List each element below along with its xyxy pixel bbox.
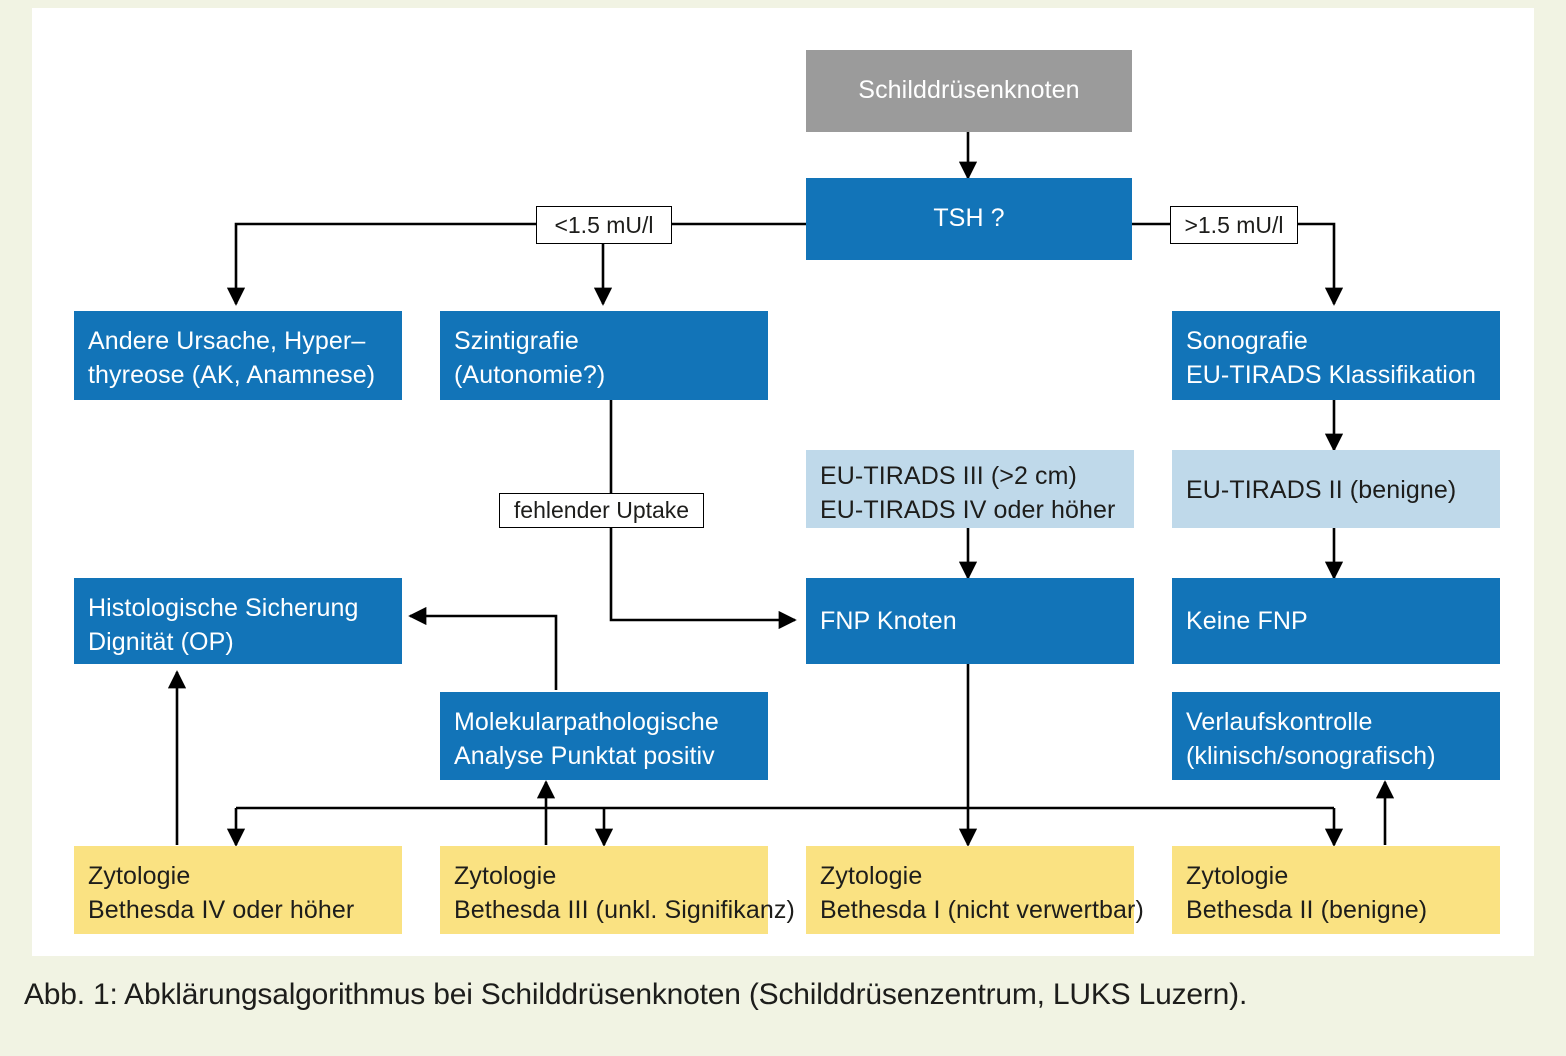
node-sonografie-line2: EU-TIRADS Klassifikation bbox=[1186, 360, 1476, 389]
node-zytologie-bethesda-2-line1: Zytologie bbox=[1186, 862, 1289, 890]
node-zytologie-bethesda-1-line2: Bethesda I (nicht verwertbar) bbox=[820, 895, 1144, 924]
node-verlaufskontrolle-line2: (klinisch/sonografisch) bbox=[1186, 741, 1436, 770]
node-histologische-sicherung-line2: Dignität (OP) bbox=[88, 627, 234, 656]
node-sonografie-line1: Sonografie bbox=[1186, 327, 1308, 355]
node-verlaufskontrolle-line1: Verlaufskontrolle bbox=[1186, 708, 1373, 736]
edge-molekular-to-histologie bbox=[408, 606, 558, 690]
node-zytologie-bethesda-1[interactable]: Zytologie Bethesda I (nicht verwertbar) bbox=[806, 846, 1144, 934]
node-histologische-sicherung-line1: Histologische Sicherung bbox=[88, 594, 359, 622]
node-molekularpathologische-analyse-line2: Analyse Punktat positiv bbox=[454, 741, 715, 770]
node-zytologie-bethesda-2-line2: Bethesda II (benigne) bbox=[1186, 895, 1428, 924]
node-szintigrafie-line1: Szintigrafie bbox=[454, 327, 579, 355]
node-zytologie-bethesda-4[interactable]: Zytologie Bethesda IV oder höher bbox=[74, 846, 402, 934]
node-eutirads-3-4-line1: EU-TIRADS III (>2 cm) bbox=[820, 462, 1077, 490]
edge-label-tsh-high-text: >1.5 mU/l bbox=[1184, 211, 1284, 238]
node-tsh-label: TSH ? bbox=[933, 204, 1005, 233]
node-schilddruesenknoten-label: Schilddrüsenknoten bbox=[858, 76, 1080, 105]
edge-label-fehlender-uptake-text: fehlender Uptake bbox=[513, 497, 690, 523]
node-keine-fnp[interactable]: Keine FNP bbox=[1172, 578, 1500, 664]
edge-low-chip-to-left-rail bbox=[226, 222, 536, 306]
node-keine-fnp-line1: Keine FNP bbox=[1186, 607, 1308, 635]
node-zytologie-bethesda-4-line2: Bethesda IV oder höher bbox=[88, 895, 355, 924]
node-eutirads-2-line1: EU-TIRADS II (benigne) bbox=[1186, 476, 1457, 504]
node-szintigrafie-line2: (Autonomie?) bbox=[454, 360, 606, 389]
edge-label-fehlender-uptake: fehlender Uptake bbox=[499, 493, 704, 528]
node-sonografie[interactable]: Sonografie EU-TIRADS Klassifikation bbox=[1172, 311, 1500, 400]
node-fnp-knoten[interactable]: FNP Knoten bbox=[806, 578, 1134, 664]
node-tsh[interactable]: TSH ? bbox=[806, 178, 1132, 260]
node-schilddruesenknoten[interactable]: Schilddrüsenknoten bbox=[806, 50, 1132, 132]
node-andere-ursache-line2: thyreose (AK, Anamnese) bbox=[88, 360, 376, 389]
node-andere-ursache-line1: Andere Ursache, Hyper– bbox=[88, 327, 366, 355]
node-molekularpathologische-analyse[interactable]: Molekularpathologische Analyse Punktat p… bbox=[440, 692, 768, 780]
node-zytologie-bethesda-2[interactable]: Zytologie Bethesda II (benigne) bbox=[1172, 846, 1500, 934]
edge-label-tsh-low-text: <1.5 mU/l bbox=[554, 211, 654, 238]
node-szintigrafie[interactable]: Szintigrafie (Autonomie?) bbox=[440, 311, 768, 400]
node-zytologie-bethesda-3-line1: Zytologie bbox=[454, 862, 557, 890]
edge-uptake-to-fnp bbox=[609, 528, 797, 630]
node-eutirads-2[interactable]: EU-TIRADS II (benigne) bbox=[1172, 450, 1500, 528]
edge-high-chip-to-sonografie bbox=[1298, 222, 1344, 306]
node-zytologie-bethesda-4-line1: Zytologie bbox=[88, 862, 191, 890]
figure-caption: Abb. 1: Abklärungsalgorithmus bei Schild… bbox=[24, 978, 1248, 1011]
node-eutirads-3-4[interactable]: EU-TIRADS III (>2 cm) EU-TIRADS IV oder … bbox=[806, 450, 1134, 528]
node-eutirads-3-4-line2: EU-TIRADS IV oder höher bbox=[820, 495, 1116, 524]
node-fnp-knoten-line1: FNP Knoten bbox=[820, 607, 957, 635]
node-andere-ursache[interactable]: Andere Ursache, Hyper– thyreose (AK, Ana… bbox=[74, 311, 402, 400]
node-zytologie-bethesda-3[interactable]: Zytologie Bethesda III (unkl. Signifikan… bbox=[440, 846, 795, 934]
edge-label-tsh-high: >1.5 mU/l bbox=[1170, 206, 1298, 244]
node-zytologie-bethesda-3-line2: Bethesda III (unkl. Signifikanz) bbox=[454, 895, 795, 924]
node-verlaufskontrolle[interactable]: Verlaufskontrolle (klinisch/sonografisch… bbox=[1172, 692, 1500, 780]
edge-label-tsh-low: <1.5 mU/l bbox=[536, 206, 672, 244]
node-zytologie-bethesda-1-line1: Zytologie bbox=[820, 862, 923, 890]
node-histologische-sicherung[interactable]: Histologische Sicherung Dignität (OP) bbox=[74, 578, 402, 664]
node-molekularpathologische-analyse-line1: Molekularpathologische bbox=[454, 708, 719, 736]
